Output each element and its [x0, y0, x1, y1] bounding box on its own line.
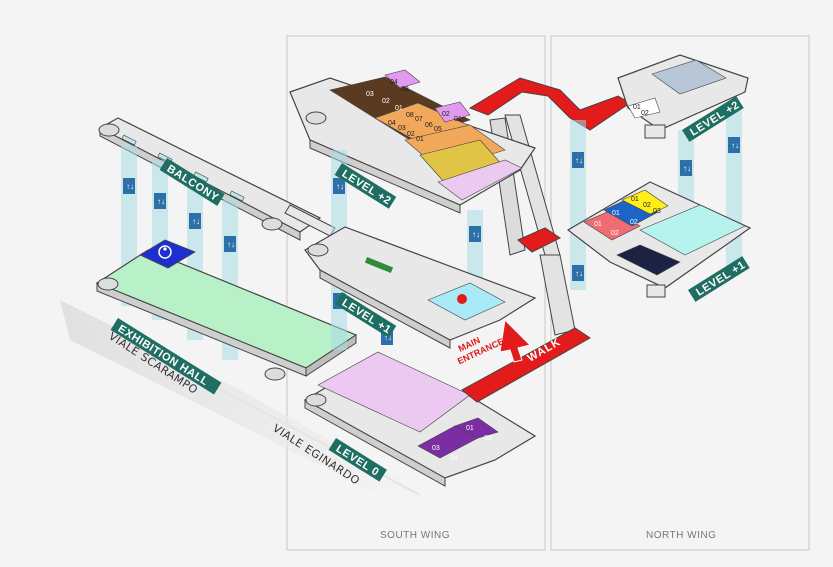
elevator-arrow-label: ↑↓ — [472, 230, 480, 239]
elevator-arrow-label: ↑↓ — [575, 156, 583, 165]
svg-text:03: 03 — [398, 125, 406, 132]
south-level-plus1-platform — [304, 226, 537, 349]
north-level-plus2-rooms: 01 02 — [633, 104, 649, 117]
you-are-here-marker-icon — [457, 294, 467, 304]
svg-text:08: 08 — [406, 112, 414, 119]
svg-text:01: 01 — [395, 105, 403, 112]
svg-text:04: 04 — [390, 79, 398, 86]
accessibility-icon — [158, 245, 172, 259]
svg-text:02: 02 — [382, 98, 390, 105]
svg-text:04: 04 — [388, 120, 396, 127]
svg-text:02: 02 — [407, 131, 415, 138]
elevator-arrows-icon — [572, 137, 740, 281]
svg-text:02: 02 — [611, 230, 619, 237]
south-level-0-platform — [303, 351, 537, 487]
south-level-plus2-platform — [289, 69, 536, 214]
south-level-0-rooms: 01 02 03 04 — [432, 425, 492, 462]
svg-text:02: 02 — [442, 111, 450, 118]
svg-text:LEVEL +1: LEVEL +1 — [694, 259, 748, 299]
svg-text:03: 03 — [366, 91, 374, 98]
walkway — [461, 77, 631, 403]
svg-text:02: 02 — [630, 219, 638, 226]
svg-text:01: 01 — [466, 425, 474, 432]
elevator-arrow-label: ↑↓ — [126, 182, 134, 191]
south-level-plus2-rooms: 04 03 03 02 01 08 07 06 05 04 03 02 01 0… — [366, 79, 462, 143]
svg-text:01: 01 — [612, 210, 620, 217]
elevator-arrow-label: ↑↓ — [192, 217, 200, 226]
north-level-plus1-platform — [566, 181, 752, 298]
exhibition-hall-platform — [95, 239, 358, 381]
elevator-arrow-label: ↑↓ — [336, 182, 344, 191]
entrance-arrow-icon — [499, 318, 531, 363]
elevator-arrows-icon — [123, 178, 236, 252]
svg-text:05: 05 — [434, 126, 442, 133]
svg-text:03: 03 — [432, 445, 440, 452]
svg-text:01: 01 — [631, 196, 639, 203]
svg-text:01: 01 — [594, 221, 602, 228]
svg-text:01: 01 — [416, 136, 424, 143]
svg-text:03: 03 — [653, 208, 661, 215]
north-wing-label: NORTH WING — [646, 530, 716, 541]
svg-text:03: 03 — [401, 86, 409, 93]
elevator-arrow-label: ↑↓ — [575, 269, 583, 278]
svg-text:02: 02 — [641, 110, 649, 117]
svg-text:06: 06 — [425, 122, 433, 129]
svg-text:02: 02 — [643, 202, 651, 209]
north-level-plus2-platform — [617, 54, 749, 139]
svg-text:04: 04 — [450, 455, 458, 462]
svg-text:01: 01 — [633, 104, 641, 111]
svg-text:01: 01 — [454, 116, 462, 123]
elevator-arrow-label: ↑↓ — [227, 240, 235, 249]
elevator-arrow-label: ↑↓ — [384, 333, 392, 342]
svg-text:02: 02 — [484, 435, 492, 442]
south-wing-frame — [286, 35, 546, 551]
svg-text:07: 07 — [415, 116, 423, 123]
elevator-arrow-label: ↑↓ — [731, 141, 739, 150]
elevator-arrow-label: ↑↓ — [683, 164, 691, 173]
elevator-arrow-label: ↑↓ — [157, 197, 165, 206]
north-level-plus1-rooms: 01 02 03 01 02 01 02 — [594, 196, 661, 237]
south-wing-label: SOUTH WING — [380, 530, 450, 541]
